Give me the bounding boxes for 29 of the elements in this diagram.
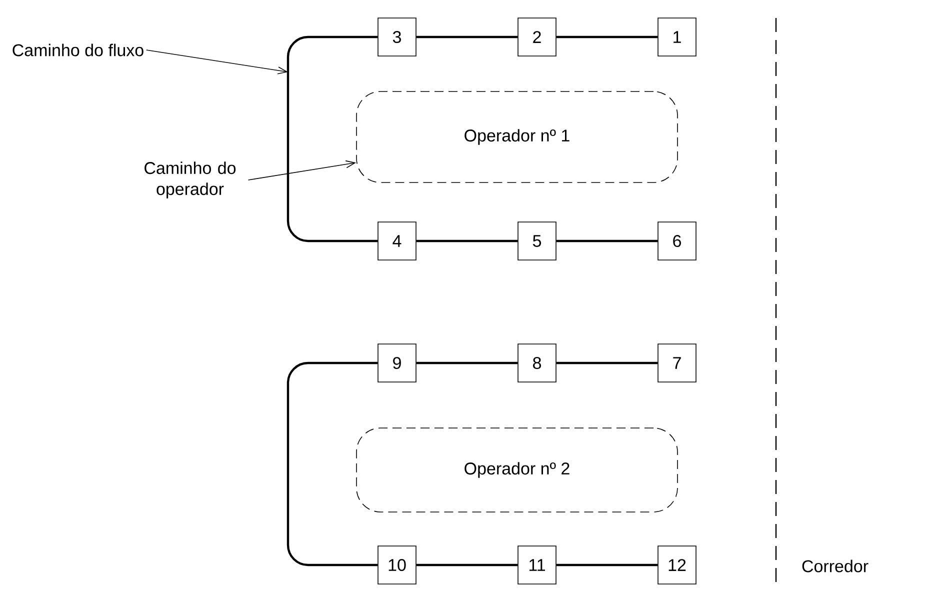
leader-line bbox=[146, 50, 288, 74]
machine-box: 7 bbox=[658, 344, 696, 382]
machine-box: 12 bbox=[658, 546, 696, 584]
flow-line bbox=[286, 362, 378, 566]
machine-box: 11 bbox=[518, 546, 556, 584]
machine-box: 2 bbox=[518, 18, 556, 56]
flow-line bbox=[416, 36, 518, 38]
machine-box: 8 bbox=[518, 344, 556, 382]
corridor-label: Corredor bbox=[802, 560, 868, 572]
machine-box: 6 bbox=[658, 222, 696, 260]
flow-line bbox=[556, 240, 658, 242]
flow-line bbox=[556, 564, 658, 566]
flow-line bbox=[556, 36, 658, 38]
operator-area: Operador nº 1 bbox=[356, 91, 678, 183]
flow-line bbox=[286, 36, 378, 242]
callout-text: Caminho do operador bbox=[144, 162, 236, 198]
flow-line bbox=[416, 564, 518, 566]
machine-box: 10 bbox=[378, 546, 416, 584]
machine-box: 9 bbox=[378, 344, 416, 382]
flow-line bbox=[416, 240, 518, 242]
leader-line bbox=[248, 160, 356, 180]
callout-text: Caminho do fluxo bbox=[12, 44, 144, 56]
machine-box: 4 bbox=[378, 222, 416, 260]
operator-area: Operador nº 2 bbox=[356, 428, 678, 512]
flow-line bbox=[416, 362, 518, 364]
machine-box: 3 bbox=[378, 18, 416, 56]
flow-line bbox=[556, 362, 658, 364]
machine-box: 1 bbox=[658, 18, 696, 56]
machine-box: 5 bbox=[518, 222, 556, 260]
